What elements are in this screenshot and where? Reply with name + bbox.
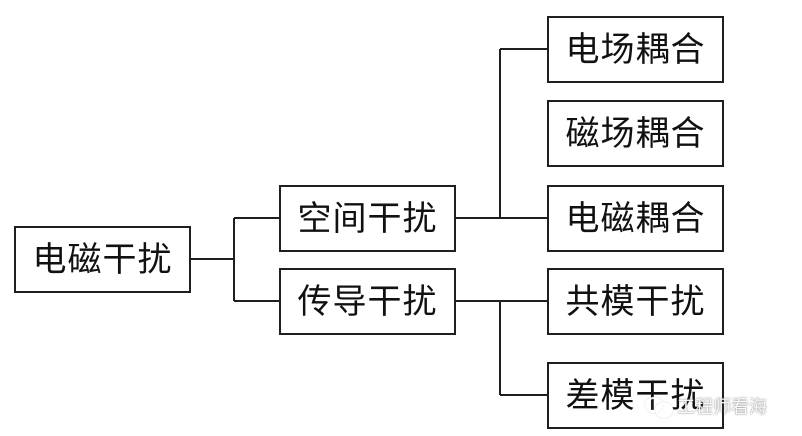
node-common-mode-interference: 共模干扰 <box>547 268 724 335</box>
connector-conduct-to-modes <box>456 300 547 396</box>
node-label: 传导干扰 <box>297 281 438 322</box>
node-label: 差模干扰 <box>565 375 706 416</box>
node-space-interference: 空间干扰 <box>279 185 456 252</box>
node-label: 电磁耦合 <box>565 198 706 239</box>
node-label: 空间干扰 <box>297 198 438 239</box>
connector-space-to-couplings <box>456 48 547 219</box>
node-electromagnetic-interference: 电磁干扰 <box>14 226 191 293</box>
node-label: 磁场耦合 <box>565 113 706 154</box>
node-label: 共模干扰 <box>565 281 706 322</box>
wechat-icon <box>645 395 673 418</box>
watermark: 工程师看海 <box>645 393 767 419</box>
connector-root-to-branches <box>191 217 279 302</box>
watermark-text: 工程师看海 <box>677 397 767 418</box>
node-electric-field-coupling: 电场耦合 <box>547 16 724 83</box>
node-conducted-interference: 传导干扰 <box>279 268 456 335</box>
node-label: 电场耦合 <box>565 29 706 70</box>
node-differential-mode-interference: 差模干扰 <box>547 362 724 429</box>
node-electromagnetic-coupling: 电磁耦合 <box>547 185 724 252</box>
node-label: 电磁干扰 <box>32 239 173 280</box>
node-magnetic-field-coupling: 磁场耦合 <box>547 100 724 167</box>
